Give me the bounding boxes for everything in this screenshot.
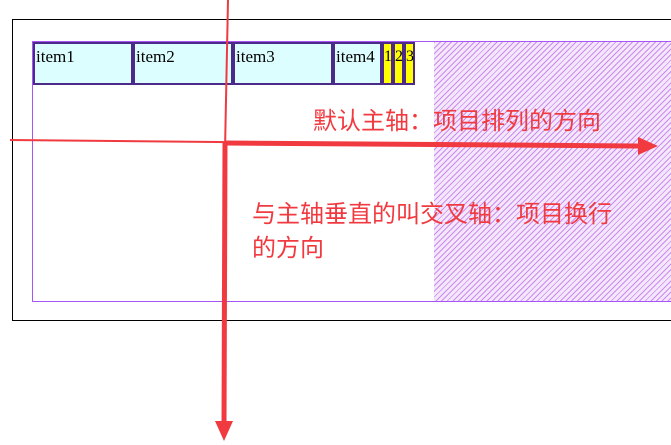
flex-item-3: item3: [233, 42, 333, 85]
cross-axis-line-thick: [221, 142, 228, 426]
cross-axis-arrowhead: [215, 421, 233, 441]
flex-container: item1 item2 item3 item4 1 2 3: [32, 41, 671, 302]
flex-item-1: item1: [33, 42, 133, 85]
main-axis-label: 默认主轴：项目排列的方向: [313, 107, 601, 135]
flex-item-small-2: 2: [393, 42, 404, 85]
flex-item-4: item4: [333, 42, 382, 85]
free-space-hatch: [434, 42, 671, 301]
outer-box: [12, 19, 671, 321]
cross-axis-line: [224, 0, 229, 151]
main-axis-arrowhead: [638, 137, 658, 155]
cross-axis-label-line1: 与主轴垂直的叫交叉轴：项目换行: [252, 200, 612, 228]
flex-item-2: item2: [133, 42, 233, 85]
cross-axis-label-line2: 的方向: [252, 234, 324, 262]
flex-item-small-1: 1: [382, 42, 393, 85]
main-axis-line-thick: [224, 140, 643, 149]
flex-item-small-3: 3: [404, 42, 415, 85]
flex-row: item1 item2 item3 item4 1 2 3: [33, 42, 415, 85]
